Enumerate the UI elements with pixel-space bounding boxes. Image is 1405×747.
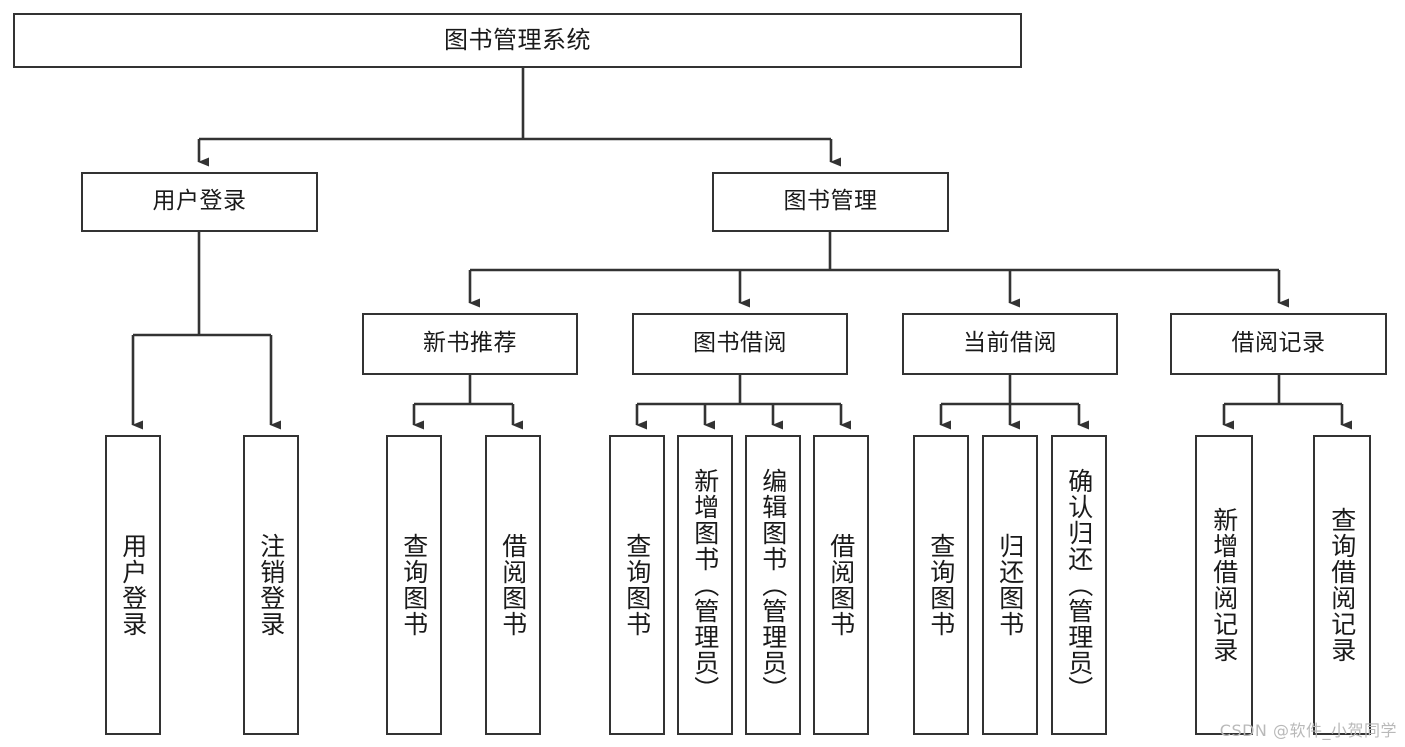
node-leaf-user-login[interactable]: 用户登录 [105, 435, 161, 735]
node-label: 归还图书 [995, 533, 1025, 637]
node-borrow-record[interactable]: 借阅记录 [1170, 313, 1387, 375]
node-label: 确认归还（管理员） [1064, 468, 1094, 702]
node-book-borrow[interactable]: 图书借阅 [632, 313, 848, 375]
node-label: 编辑图书（管理员） [758, 468, 788, 702]
node-leaf-edit-book[interactable]: 编辑图书（管理员） [745, 435, 801, 735]
node-label: 图书管理系统 [444, 26, 591, 55]
node-label: 查询图书 [926, 533, 956, 637]
node-label: 图书借阅 [693, 330, 787, 357]
node-label: 图书管理 [783, 188, 878, 215]
node-leaf-return-book[interactable]: 归还图书 [982, 435, 1038, 735]
node-leaf-add-borrow-record[interactable]: 新增借阅记录 [1195, 435, 1253, 735]
node-book-management[interactable]: 图书管理 [712, 172, 949, 232]
node-leaf-logout-login[interactable]: 注销登录 [243, 435, 299, 735]
node-leaf-query-book-current[interactable]: 查询图书 [913, 435, 969, 735]
node-root-book-management-system[interactable]: 图书管理系统 [13, 13, 1022, 68]
node-label: 新书推荐 [423, 330, 517, 357]
node-new-book-recommend[interactable]: 新书推荐 [362, 313, 578, 375]
node-label: 查询图书 [399, 533, 429, 637]
node-user-login[interactable]: 用户登录 [81, 172, 318, 232]
node-label: 借阅图书 [826, 533, 856, 637]
node-leaf-query-book-borrow[interactable]: 查询图书 [609, 435, 665, 735]
node-label: 查询借阅记录 [1327, 507, 1357, 663]
node-label: 新增图书（管理员） [690, 468, 720, 702]
node-leaf-borrow-book[interactable]: 借阅图书 [813, 435, 869, 735]
node-leaf-confirm-return[interactable]: 确认归还（管理员） [1051, 435, 1107, 735]
csdn-watermark: CSDN @软件_小贺同学 [1219, 721, 1397, 740]
node-leaf-add-book[interactable]: 新增图书（管理员） [677, 435, 733, 735]
node-label: 用户登录 [152, 188, 247, 215]
node-label: 查询图书 [622, 533, 652, 637]
node-leaf-query-borrow-record[interactable]: 查询借阅记录 [1313, 435, 1371, 735]
node-leaf-query-book-recommend[interactable]: 查询图书 [386, 435, 442, 735]
node-current-borrow[interactable]: 当前借阅 [902, 313, 1118, 375]
node-label: 当前借阅 [963, 330, 1057, 357]
node-label: 注销登录 [256, 533, 286, 637]
node-label: 借阅图书 [498, 533, 528, 637]
node-label: 用户登录 [118, 533, 148, 637]
node-label: 新增借阅记录 [1209, 507, 1239, 663]
node-label: 借阅记录 [1231, 330, 1326, 357]
node-leaf-borrow-book-recommend[interactable]: 借阅图书 [485, 435, 541, 735]
